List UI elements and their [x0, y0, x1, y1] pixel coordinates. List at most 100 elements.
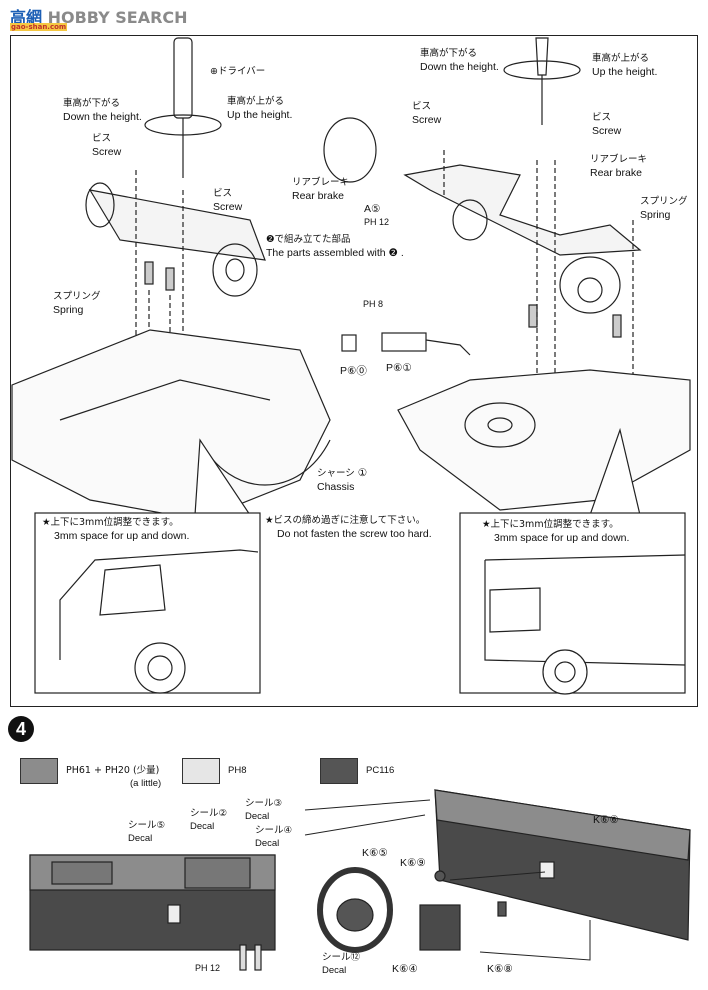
legend-sub: (a little)	[130, 777, 162, 789]
note-en: 3mm space for up and down.	[494, 531, 630, 544]
decal-en: Decal	[128, 832, 153, 844]
watermark-sub: gao-shan.com	[10, 23, 68, 31]
legend-swatch-light	[182, 758, 220, 784]
steering-column-k64	[419, 904, 461, 951]
decal-jp: シール③	[245, 798, 283, 809]
decal-en: Decal	[322, 964, 347, 976]
watermark-logo: 高網	[10, 8, 43, 27]
brake-jp: リアブレーキ	[590, 154, 648, 165]
part-k69-label: K⑥⑨	[400, 857, 426, 869]
rear-brake-left	[212, 243, 258, 297]
decal-en: Decal	[255, 837, 280, 849]
paint-ph8-label: PH 8	[363, 299, 384, 309]
paint-ph12: PH 12	[364, 216, 390, 227]
note-en: Do not fasten the screw too hard.	[277, 527, 432, 540]
note-jp: ★ビスの締め過ぎに注意して下さい。	[265, 515, 426, 526]
part-k64-label: K⑥④	[392, 963, 418, 975]
legend-label-light: PH8	[228, 765, 247, 776]
decal-jp: シール④	[255, 825, 293, 836]
legend-swatch-dark	[320, 758, 358, 784]
rear-axle-left	[88, 189, 266, 261]
knob-k69	[434, 870, 446, 882]
lever-k68	[497, 901, 507, 917]
note-jp: ★上下に3mm位調整できます。	[482, 519, 619, 530]
assembled-en: The parts assembled with ❷ .	[266, 246, 404, 259]
driver-label: ⊕ドライバー	[210, 66, 266, 77]
note-adjust-left: ★上下に3mm位調整できます。3mm space for up and down…	[42, 516, 189, 542]
legend-text: PH61 + PH20 (少量)	[66, 765, 160, 776]
spring-en: Spring	[640, 208, 671, 221]
chassis-left	[11, 329, 331, 521]
part-k66-label: K⑥⑥	[593, 814, 619, 826]
step-number-badge: 4	[8, 716, 34, 742]
screw-en: Screw	[412, 113, 442, 126]
assembled-jp: ❷で組み立てた部品	[266, 234, 351, 245]
up-jp: 車高が上がる	[227, 96, 285, 107]
chassis-part-number: ①	[357, 467, 368, 479]
chassis-right	[397, 369, 691, 511]
rotation-arrow	[144, 114, 222, 136]
note-adjust-right: ★上下に3mm位調整できます。3mm space for up and down…	[482, 518, 629, 544]
decal-en: Decal	[245, 810, 270, 822]
legend-label-dark: PC116	[366, 765, 395, 776]
decal-en: Decal	[190, 820, 215, 832]
part-k68-label: K⑥⑧	[487, 963, 513, 975]
part-p61-label: P⑥①	[386, 362, 412, 374]
part-p60-label: P⑥⓪	[340, 365, 367, 377]
rear-brake-right-2	[559, 256, 621, 314]
screw-jp: ビス	[213, 188, 233, 199]
down-en: Down the height.	[63, 110, 142, 123]
chassis-en: Chassis	[317, 480, 355, 493]
note-jp: ★上下に3mm位調整できます。	[42, 517, 179, 528]
up-en: Up the height.	[227, 108, 293, 121]
spring-en: Spring	[53, 303, 84, 316]
legend-label-gray: PH61 + PH20 (少量)(a little)	[66, 765, 161, 790]
note-screw-warning: ★ビスの締め過ぎに注意して下さい。Do not fasten the screw…	[265, 514, 432, 540]
screw-en: Screw	[213, 200, 243, 213]
up-en: Up the height.	[592, 65, 658, 78]
spring-jp: スプリング	[53, 291, 101, 302]
decal-jp: シール⑫	[322, 952, 361, 963]
screw-jp: ビス	[92, 133, 112, 144]
decal-jp: シール⑤	[128, 820, 166, 831]
legend-swatch-gray	[20, 758, 58, 784]
part-p61	[381, 332, 427, 352]
part-a5: A⑤	[364, 203, 381, 215]
screw-en: Screw	[92, 145, 122, 158]
up-jp: 車高が上がる	[592, 53, 650, 64]
rear-brake-right-1	[323, 117, 377, 183]
part-k65-label: K⑥⑤	[362, 847, 388, 859]
screw-jp: ビス	[412, 101, 432, 112]
spring-jp: スプリング	[640, 196, 688, 207]
brake-jp: リアブレーキ	[292, 177, 350, 188]
steering-wheel-k65	[317, 867, 393, 953]
brake-en: Rear brake	[590, 166, 642, 179]
chassis-jp: シャーシ	[317, 468, 355, 479]
down-jp: 車高が下がる	[420, 48, 478, 59]
down-en: Down the height.	[420, 60, 499, 73]
watermark-text: HOBBY SEARCH	[47, 8, 188, 27]
down-jp: 車高が下がる	[63, 98, 121, 109]
top-step-frame	[10, 35, 698, 707]
